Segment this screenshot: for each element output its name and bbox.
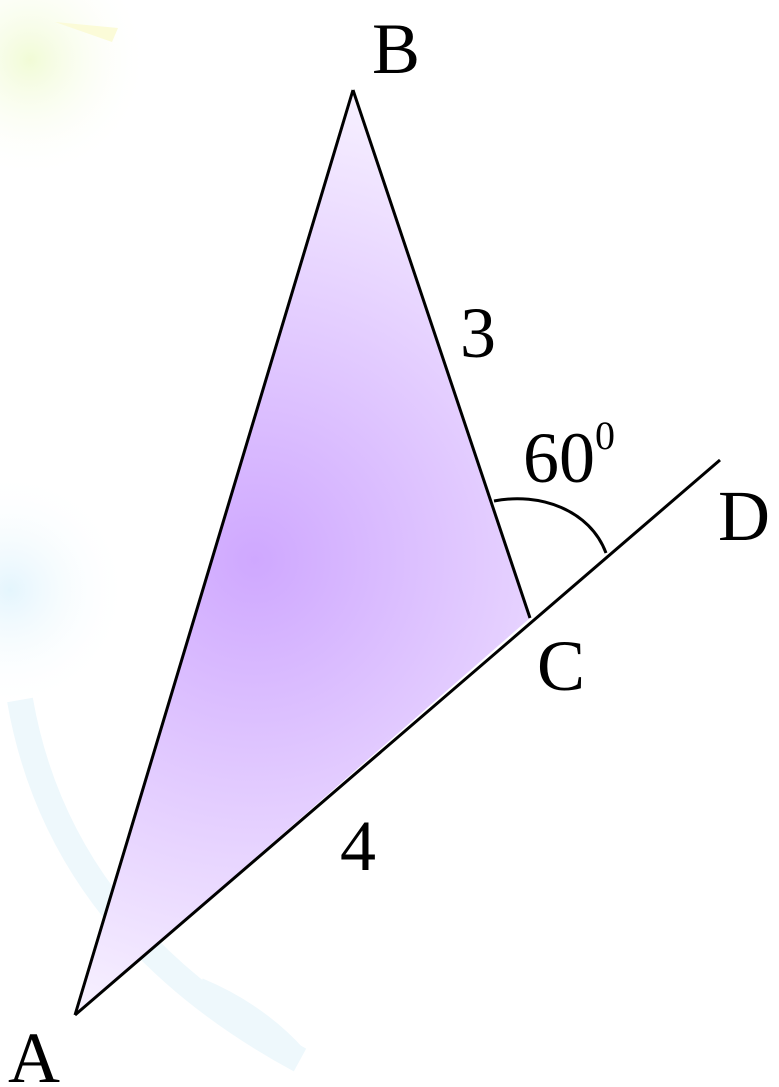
- vertex-label-a: A: [8, 1018, 60, 1087]
- side-bc: [351, 89, 532, 619]
- angle-arc-bcd: [493, 497, 608, 554]
- angle-value: 60: [523, 418, 595, 498]
- triangle-abc: [75, 90, 530, 1015]
- vertex-label-c: C: [537, 626, 585, 706]
- vertex-label-d: D: [718, 476, 770, 556]
- side-label-bc: 3: [460, 293, 496, 373]
- side-ab: [73, 89, 355, 1016]
- angle-degree-superscript: 0: [595, 413, 615, 458]
- vertex-label-b: B: [372, 9, 420, 89]
- side-label-ac: 4: [340, 806, 376, 886]
- angle-label: 600: [523, 413, 615, 498]
- line-ad: [74, 458, 721, 1017]
